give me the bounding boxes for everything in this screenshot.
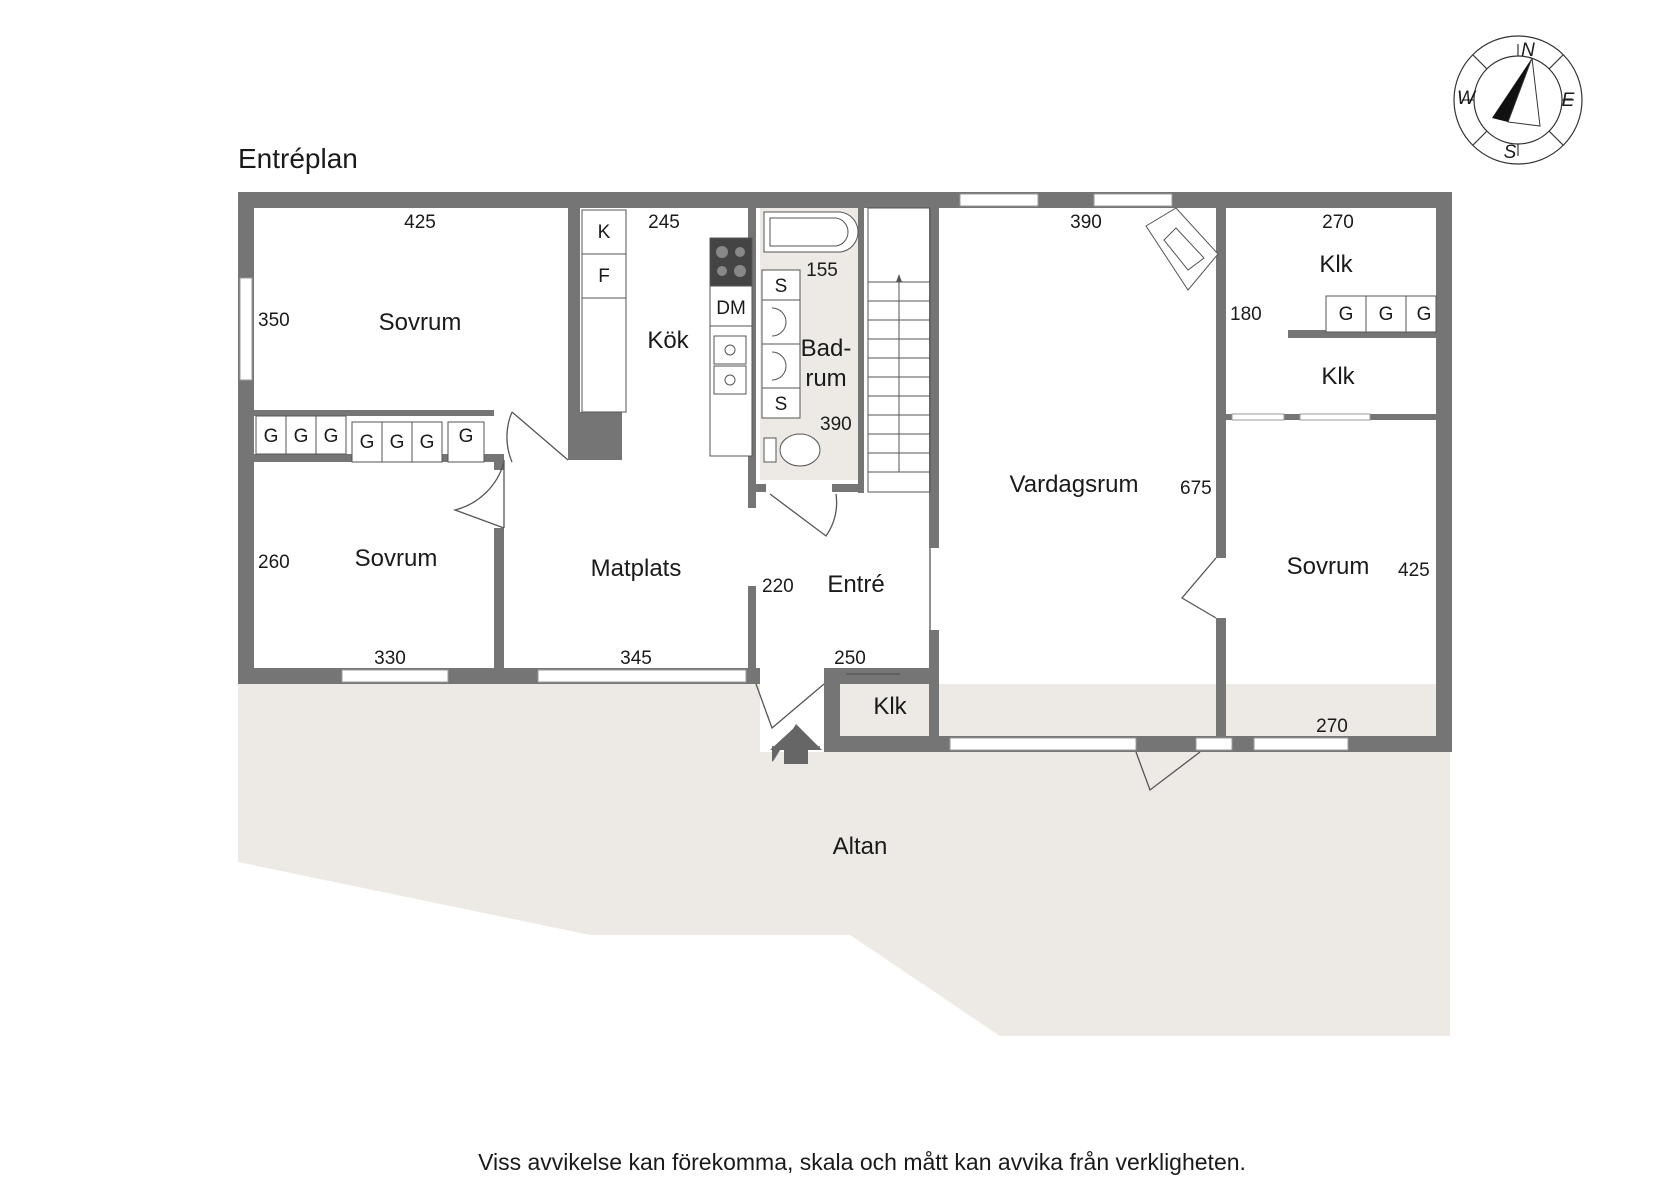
dimension-label: 180 [1230, 304, 1262, 325]
doors [452, 411, 1217, 792]
compass-rose [1453, 35, 1583, 165]
fixture-label-k: K [598, 222, 611, 243]
dimension-label: 250 [834, 648, 866, 669]
disclaimer-footer: Viss avvikelse kan förekomma, skala och … [478, 1149, 1246, 1175]
wardrobe-label: G [1379, 304, 1394, 325]
room-label-klk-small: Klk [873, 693, 907, 720]
compass-w-label: W [1457, 88, 1477, 109]
dimension-label: 260 [258, 552, 290, 573]
bathroom-fixtures [761, 211, 859, 467]
stairs-arrow [896, 274, 902, 282]
compass-needle-light [1507, 57, 1541, 127]
room-label-entre: Entré [827, 571, 884, 598]
dimension-label: 155 [806, 260, 838, 281]
room-label-klk-top: Klk [1319, 251, 1353, 278]
dimension-label: 220 [762, 576, 794, 597]
room-label-badrum-1: Bad- [801, 335, 852, 362]
stove-burners [716, 246, 746, 277]
compass-n-label: N [1521, 40, 1535, 61]
wardrobe-label: G [1339, 304, 1354, 325]
room-label-sovrum-nw: Sovrum [379, 309, 462, 336]
compass-s-label: S [1504, 142, 1517, 163]
wardrobe-label: G [294, 426, 309, 447]
wardrobe-label: G [324, 426, 339, 447]
dimension-label: 390 [820, 414, 852, 435]
entrance-arrow-head [770, 726, 822, 764]
wardrobe-labels: G G G G G G G G G G [264, 304, 1432, 453]
windows [239, 193, 1371, 751]
dimension-label: 245 [648, 212, 680, 233]
dimension-label: 390 [1070, 212, 1102, 233]
wardrobe-label: G [420, 432, 435, 453]
dimension-label: 425 [404, 212, 436, 233]
dimension-label: 425 [1398, 560, 1430, 581]
fixture-label-s: S [775, 394, 788, 415]
wardrobe-label: G [264, 426, 279, 447]
wardrobe-label: G [459, 426, 474, 447]
compass-needle-dark [1492, 58, 1532, 122]
room-label-sovrum-sw: Sovrum [355, 545, 438, 572]
room-label-kok: Kök [647, 327, 689, 354]
fixture-label-dm: DM [716, 298, 746, 319]
wardrobe-label: G [390, 432, 405, 453]
floor-title: Entréplan [238, 143, 358, 174]
room-label-altan: Altan [833, 833, 888, 860]
compass-e-label: E [1562, 90, 1575, 111]
altan-area [238, 684, 1450, 1036]
dimension-label: 270 [1316, 716, 1348, 737]
room-label-badrum-2: rum [805, 365, 846, 392]
fixture-label-f: F [598, 266, 610, 287]
wardrobe-label: G [360, 432, 375, 453]
dimension-label: 270 [1322, 212, 1354, 233]
room-label-klk-mid: Klk [1321, 363, 1355, 390]
fireplace [1145, 207, 1219, 291]
room-label-vardagsrum: Vardagsrum [1010, 471, 1139, 498]
wardrobes [255, 295, 1437, 463]
wardrobe-label: G [1417, 304, 1432, 325]
dimension-label: 330 [374, 648, 406, 669]
dimension-label: 350 [258, 310, 290, 331]
room-label-matplats: Matplats [591, 555, 682, 582]
dimension-label: 675 [1180, 478, 1212, 499]
kitchen-fixtures [581, 209, 753, 457]
room-label-sovrum-e: Sovrum [1287, 553, 1370, 580]
fixture-label-s: S [775, 276, 788, 297]
stairs [867, 207, 931, 493]
dimension-label: 345 [620, 648, 652, 669]
